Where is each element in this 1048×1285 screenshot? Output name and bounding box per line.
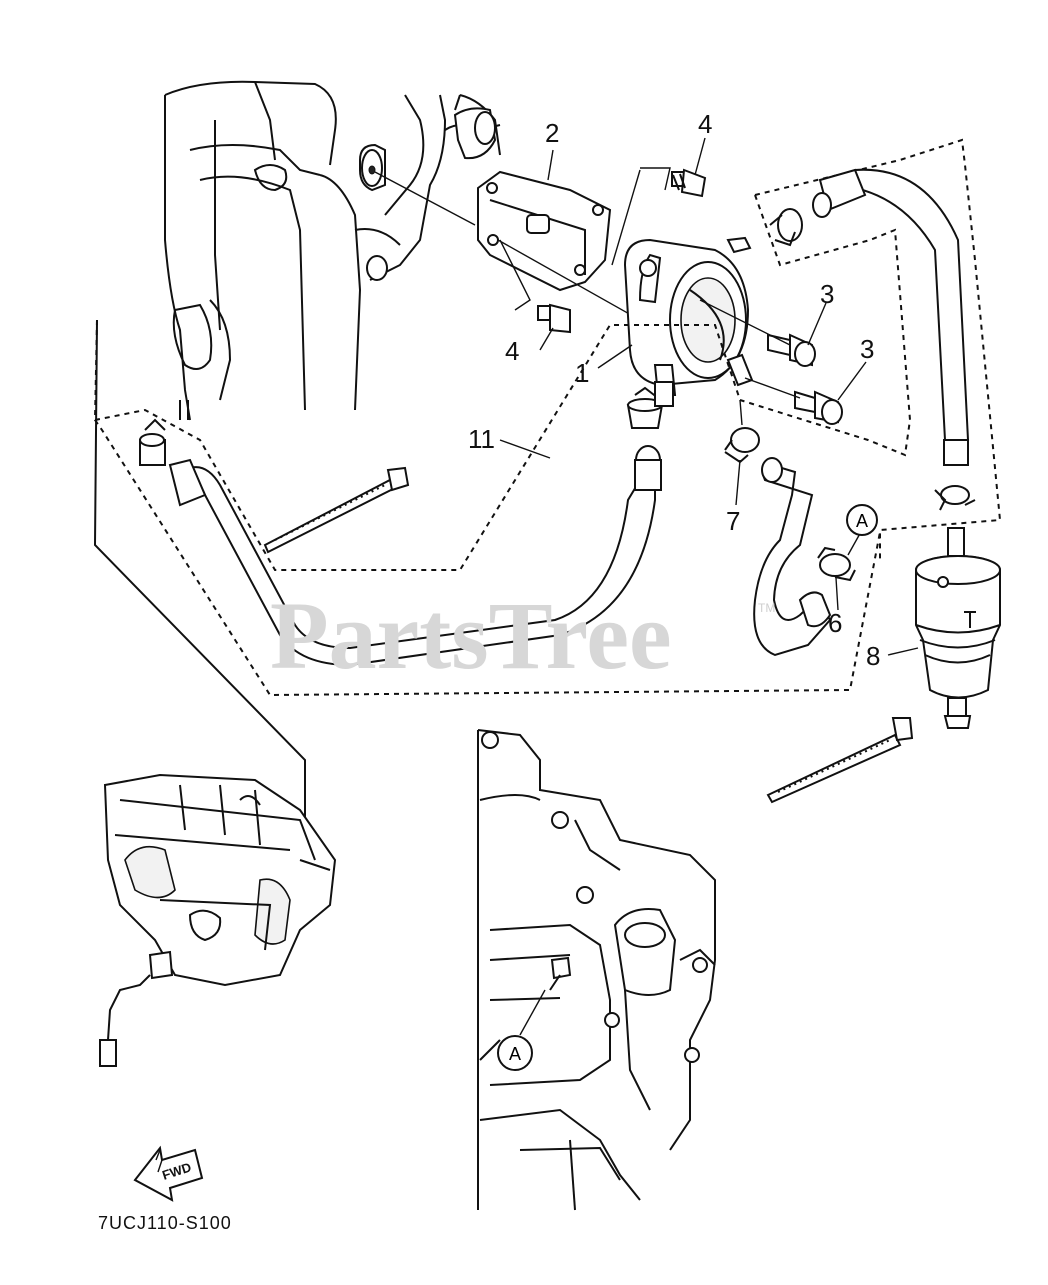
- hose-dashed-outline: [94, 324, 741, 571]
- callout-part-3-lower: 3: [860, 334, 874, 364]
- upper-bolt3-guide: [699, 299, 791, 346]
- hose-clip-6: [817, 546, 856, 582]
- leader-lines: [499, 137, 919, 656]
- diagram-code: 7UCJ110-S100: [98, 1213, 232, 1233]
- bolt-3-upper: [767, 333, 816, 367]
- callout-part-1: 1: [575, 358, 589, 388]
- rubber-mount: [453, 107, 497, 160]
- bolt-3-lower: [794, 390, 843, 425]
- engine-block-lower: [477, 729, 716, 1211]
- carburetor-assembly: [99, 773, 337, 1067]
- short-fuel-hose: [753, 457, 832, 657]
- rubber-bushing: [359, 143, 386, 192]
- bolt-4-lower: [537, 303, 571, 334]
- forward-arrow: FWD: [133, 1145, 204, 1202]
- reference-marker-a-bottom: A: [497, 1035, 533, 1071]
- callout-part-11: 11: [468, 424, 495, 454]
- lower-bolt3-guide: [744, 377, 801, 399]
- upper-right-fuel-hose: [812, 168, 970, 466]
- callout-part-7: 7: [726, 506, 740, 536]
- hose-clip-7: [724, 427, 760, 464]
- bolt-4-upper: [640, 167, 707, 198]
- hose-clip-filter-top: [934, 485, 976, 511]
- ref-a-top-label: A: [856, 511, 868, 531]
- hose-clip-upper-right: [769, 208, 803, 247]
- callout-part-3-upper: 3: [820, 279, 834, 309]
- reference-marker-a-top: A: [846, 504, 878, 536]
- callout-part-6: 6: [828, 608, 842, 638]
- watermark-text: PartsTree: [270, 582, 672, 689]
- hose-clip-left: [139, 418, 166, 466]
- ref-a-guide-bottom: [519, 989, 546, 1036]
- bolt-guide-line: [499, 239, 531, 311]
- bracket-guide-line: [497, 239, 641, 321]
- cable-tie-left: [263, 466, 410, 554]
- cable-tie-right: [766, 717, 914, 804]
- inner-dashed-outline: [739, 194, 912, 457]
- fuel-filter-bracket: [477, 170, 612, 292]
- callout-part-2: 2: [545, 118, 559, 148]
- clip7-guide: [739, 399, 743, 426]
- engine-cowling: [164, 80, 501, 421]
- callout-part-4-lower: 4: [505, 336, 519, 366]
- hose-nipple: [726, 236, 752, 254]
- inline-fuel-filter: [915, 527, 1001, 729]
- upper-right-dashed-outline: [754, 138, 1002, 560]
- carb-guide-outline: [93, 319, 306, 825]
- assembly-guide-line: [374, 171, 476, 226]
- fuel-filter-housing: [623, 238, 754, 396]
- ref-a-bottom-label: A: [509, 1044, 521, 1064]
- long-fuel-hose: [168, 445, 662, 667]
- upper-bolt-guide: [611, 169, 641, 266]
- hose-clip-center: [626, 386, 664, 429]
- watermark-tm: TM: [758, 601, 775, 615]
- callout-part-8: 8: [866, 641, 880, 671]
- fitting-housing-bottom: [654, 381, 674, 407]
- callout-part-4-upper: 4: [698, 109, 712, 139]
